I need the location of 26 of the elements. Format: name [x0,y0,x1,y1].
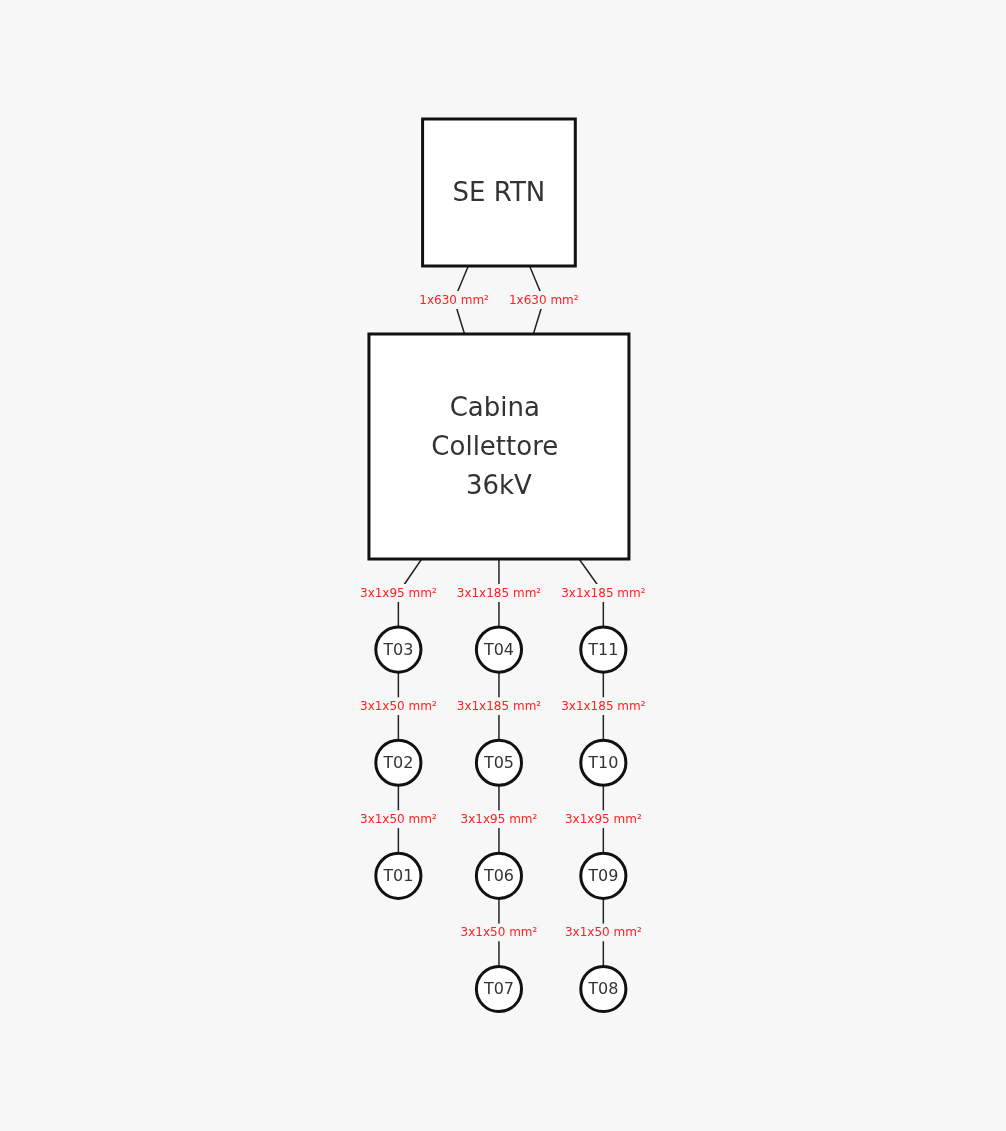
edge-label: 3x1x50 mm² [360,812,437,827]
edge-label: 3x1x185 mm² [456,699,542,714]
edge-label: 3x1x50 mm² [565,925,642,940]
node-circle: T08 [579,965,628,1014]
edge-label: 3x1x50 mm² [360,699,437,714]
edge-label: 1x630 mm² [419,293,490,308]
node-box: Cabina Collettore 36kV [367,332,631,561]
node-circle: T01 [374,852,423,901]
edge-label: 3x1x50 mm² [460,925,538,940]
edge-label: 3x1x185 mm² [561,699,646,714]
node-circle: T07 [475,965,524,1014]
node-circle: T03 [374,625,423,674]
node-box: SE RTN [421,117,578,268]
edge-label: 3x1x95 mm² [565,812,642,827]
node-circle: T10 [579,738,628,787]
node-circle: T09 [579,852,628,901]
edge-label: 3x1x185 mm² [561,586,646,601]
edge-label: 3x1x95 mm² [360,586,437,601]
node-circle: T11 [579,625,628,674]
node-circle: T04 [475,625,524,674]
edge-label: 1x630 mm² [509,293,579,308]
node-circle: T06 [475,852,524,901]
node-circle: T05 [475,738,524,787]
edge-label: 3x1x95 mm² [460,812,538,827]
node-circle: T02 [374,738,423,787]
edge-label: 3x1x185 mm² [456,586,542,601]
